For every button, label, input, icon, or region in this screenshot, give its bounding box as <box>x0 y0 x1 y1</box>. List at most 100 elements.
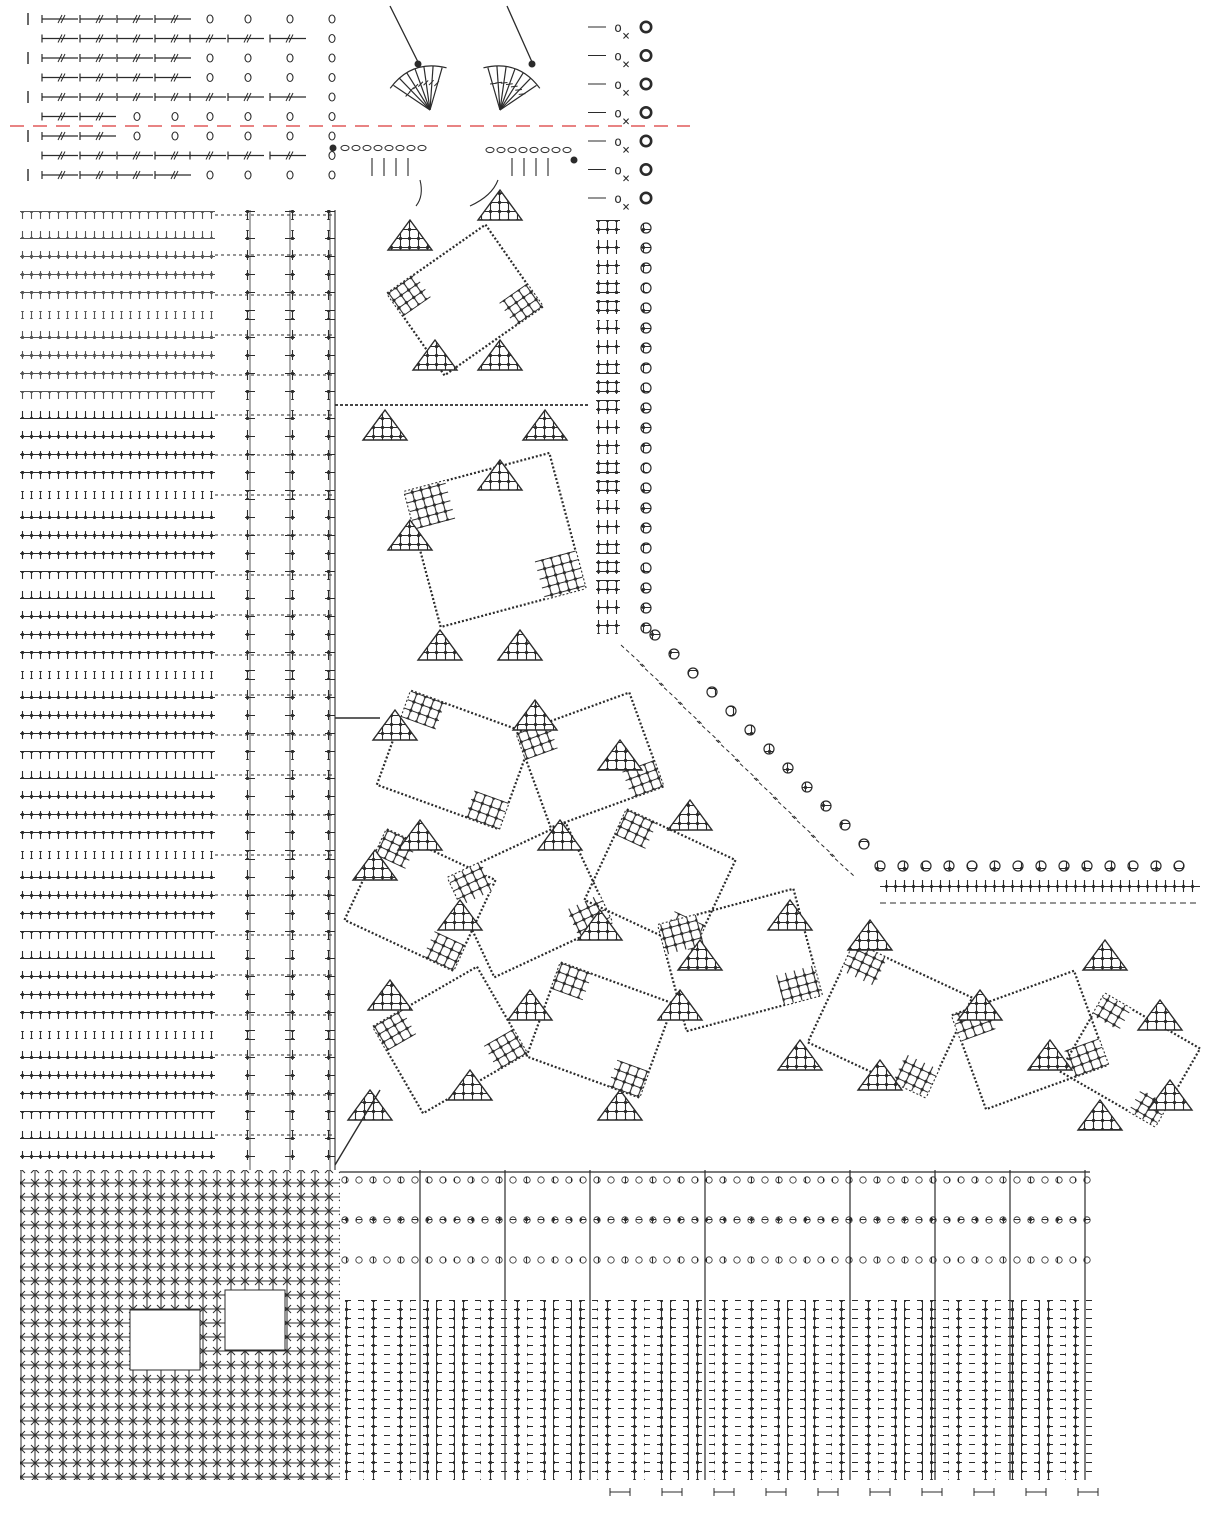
cluster-stitch <box>552 1217 558 1223</box>
edge-chain-mark: o <box>614 21 622 36</box>
cluster-stitch <box>342 1217 348 1223</box>
cluster-stitch <box>944 1217 950 1223</box>
stitch-column <box>709 1300 715 1480</box>
stitch-row <box>20 311 215 319</box>
cluster-stitch <box>1014 1177 1020 1183</box>
edge-ring-mark <box>641 563 651 573</box>
cluster-stitch <box>986 1257 992 1263</box>
cluster-stitch <box>538 1177 544 1183</box>
cluster-stitch <box>468 1177 474 1183</box>
chain-symbol <box>207 132 213 140</box>
stitch-column <box>605 1300 611 1480</box>
cluster-stitch <box>986 1177 992 1183</box>
chain-symbol <box>207 113 213 121</box>
cluster-stitch <box>1070 1217 1076 1223</box>
stitch-row <box>20 951 215 959</box>
edge-ring-mark <box>641 403 651 413</box>
stitch-column <box>800 1300 806 1480</box>
cluster-stitch <box>622 1217 628 1223</box>
chain-symbol <box>172 113 178 121</box>
chain-symbol <box>519 147 527 152</box>
stitch-column <box>462 1300 468 1480</box>
stitch-column <box>566 1300 572 1480</box>
stitch-column <box>865 1300 871 1480</box>
cluster-stitch <box>636 1257 642 1263</box>
edge-ring-mark <box>1128 861 1138 871</box>
chain-symbol <box>329 132 335 140</box>
cluster-stitch <box>1028 1177 1034 1183</box>
motif-corner-fan <box>615 809 657 849</box>
double-crochet-symbol <box>117 93 153 101</box>
edge-stitch <box>974 1488 994 1496</box>
stitch-column <box>423 1300 429 1480</box>
cluster-stitch <box>748 1177 754 1183</box>
chain-symbol <box>329 93 335 101</box>
motif-corner-fan <box>387 274 431 316</box>
chain-symbol <box>329 171 335 179</box>
chain-diagonal <box>773 797 797 819</box>
stitch-column <box>748 1300 754 1480</box>
fan-cluster <box>1138 1000 1182 1030</box>
chain-symbol <box>563 147 571 152</box>
fan-cluster <box>448 1070 492 1100</box>
cluster-stitch <box>972 1217 978 1223</box>
cluster-stitch <box>370 1217 376 1223</box>
cluster-stitch <box>1014 1257 1020 1263</box>
cluster-stitch <box>818 1257 824 1263</box>
chain-diagonal <box>659 683 683 705</box>
stitch-row <box>20 971 215 979</box>
stitch-row <box>20 831 215 839</box>
diagonal-ring-band <box>621 630 1200 903</box>
stitch-row <box>20 791 215 799</box>
edge-sc-mark: × <box>622 58 630 73</box>
cluster-stitch <box>776 1257 782 1263</box>
chain-symbol <box>245 15 251 23</box>
stitch-column <box>878 1300 884 1480</box>
double-crochet-symbol <box>42 74 78 82</box>
cluster-stitch <box>874 1177 880 1183</box>
double-crochet-symbol <box>270 152 306 160</box>
fan-cluster <box>598 740 642 770</box>
cluster-stitch <box>566 1217 572 1223</box>
edge-ring-mark <box>1059 861 1069 871</box>
fan-cluster <box>768 900 812 930</box>
cluster-stitch <box>580 1177 586 1183</box>
double-crochet-symbol <box>190 152 226 160</box>
cluster-stitch <box>972 1177 978 1183</box>
stitch-column <box>514 1300 520 1480</box>
cluster-stitch <box>762 1257 768 1263</box>
cluster-stitch <box>720 1217 726 1223</box>
edge-stitch-cluster <box>596 420 620 434</box>
cluster-stitch <box>846 1177 852 1183</box>
edge-ring-mark <box>802 782 812 792</box>
double-crochet-symbol <box>155 35 191 43</box>
cluster-stitch <box>510 1217 516 1223</box>
cluster-stitch <box>650 1257 656 1263</box>
fan-cluster <box>668 800 712 830</box>
edge-ring-mark <box>641 343 651 353</box>
chain-symbol <box>374 145 382 150</box>
stitch-row <box>20 251 215 259</box>
chain-symbol <box>134 113 140 121</box>
cluster-stitch <box>776 1177 782 1183</box>
chain-symbol <box>329 15 335 23</box>
edge-stitch-cluster <box>596 520 620 534</box>
chain-symbol <box>245 171 251 179</box>
cluster-stitch <box>552 1257 558 1263</box>
stitch-column <box>1034 1300 1040 1480</box>
chain-symbol <box>207 74 213 82</box>
double-crochet-symbol <box>117 15 153 23</box>
cluster-stitch <box>398 1257 404 1263</box>
stitch-column <box>943 1300 949 1480</box>
chain-diagonal <box>830 854 854 876</box>
double-crochet-symbol <box>80 113 116 121</box>
stitch-column <box>657 1300 663 1480</box>
cluster-stitch <box>454 1217 460 1223</box>
edge-ring-mark <box>707 687 717 697</box>
chain-symbol <box>207 171 213 179</box>
edge-stitch-cluster <box>596 360 620 374</box>
chain-symbol <box>287 171 293 179</box>
chain-curve <box>416 180 421 206</box>
edge-stitch-cluster <box>596 500 620 514</box>
cluster-stitch <box>580 1217 586 1223</box>
